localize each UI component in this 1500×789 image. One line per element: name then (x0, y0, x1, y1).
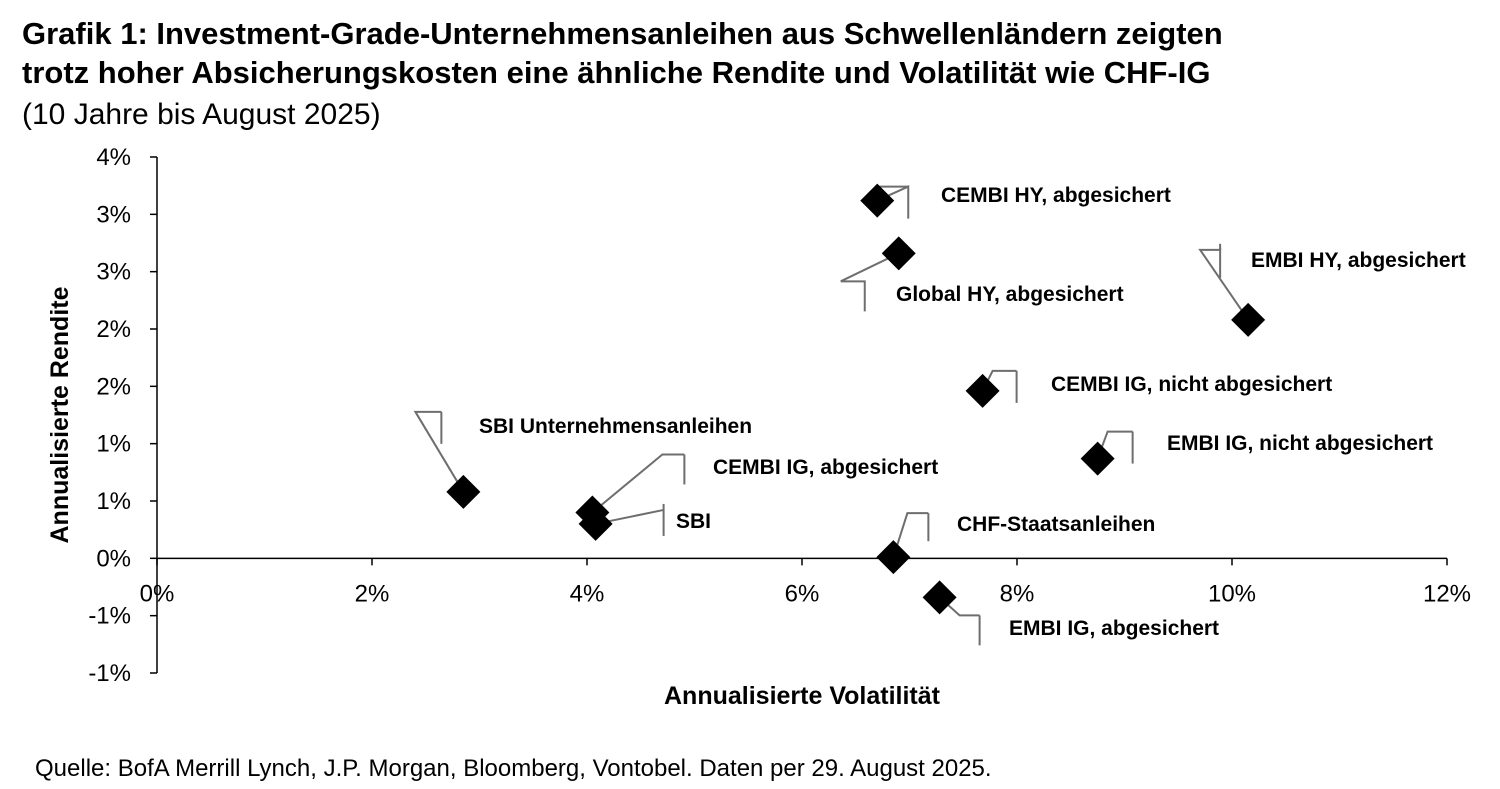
y-tick-label: 4% (96, 144, 131, 171)
callout-line (1198, 247, 1249, 321)
y-tick-label: 3% (96, 259, 131, 286)
point-marker (1231, 302, 1266, 337)
point-marker (860, 183, 895, 218)
y-tick-label: -1% (88, 660, 131, 687)
x-tick-label: 2% (355, 580, 390, 607)
point-marker (881, 236, 916, 271)
point-label: EMBI IG, nicht abgesichert (1167, 432, 1433, 455)
point-marker (1080, 441, 1115, 476)
y-tick-label: 1% (96, 488, 131, 515)
x-tick-label: 4% (570, 580, 605, 607)
x-tick-label: 6% (785, 580, 820, 607)
x-axis-title: Annualisierte Volatilität (664, 682, 941, 710)
point-marker (578, 506, 613, 541)
data-points (446, 183, 1266, 615)
callout-tick (840, 280, 866, 312)
point-label: Global HY, abgesichert (896, 283, 1124, 306)
point-label: SBI Unternehmensanleihen (479, 415, 752, 438)
point-marker (876, 540, 911, 575)
point-label: EMBI IG, abgesichert (1009, 617, 1219, 640)
point-label: SBI (676, 510, 711, 533)
point-label: CEMBI IG, nicht abgesichert (1051, 373, 1332, 396)
point-label: CHF-Staatsanleihen (957, 513, 1155, 536)
y-tick-label: 0% (96, 545, 131, 572)
x-tick-label: 8% (1000, 580, 1035, 607)
x-tick-label: 12% (1423, 580, 1471, 607)
point-marker (922, 580, 957, 615)
x-tick-label: 0% (140, 580, 175, 607)
point-label: EMBI HY, abgesichert (1251, 249, 1466, 272)
title-line-1: Grafik 1: Investment-Grade-Unternehmensa… (22, 16, 1223, 51)
point-label: CEMBI HY, abgesichert (941, 184, 1171, 207)
y-axis-title: Annualisierte Rendite (46, 286, 74, 543)
x-tick-label: 10% (1208, 580, 1256, 607)
point-marker (446, 474, 481, 509)
point-label: CEMBI IG, abgesichert (713, 456, 938, 479)
y-tick-label: 3% (96, 201, 131, 228)
y-tick-label: -1% (88, 603, 131, 630)
callout-line (413, 410, 465, 493)
source-note: Quelle: BofA Merrill Lynch, J.P. Morgan,… (35, 755, 992, 782)
chart-axes: 4% 3% 3% 2% 2% 1% 1% 0% -1% -1% 0% 2% 4% 6% 8% 10% 12% (88, 144, 1471, 687)
y-tick-label: 2% (96, 373, 131, 400)
callout-line (591, 453, 685, 514)
title-line-2: trotz hoher Absicherungskosten eine ähnl… (22, 55, 1211, 90)
y-tick-label: 2% (96, 316, 131, 343)
chart-title: Grafik 1: Investment-Grade-Unternehmensa… (22, 14, 1223, 92)
y-tick-label: 1% (96, 431, 131, 458)
chart-subtitle: (10 Jahre bis August 2025) (22, 98, 381, 131)
callout-line (892, 512, 929, 558)
point-marker (965, 373, 1000, 408)
